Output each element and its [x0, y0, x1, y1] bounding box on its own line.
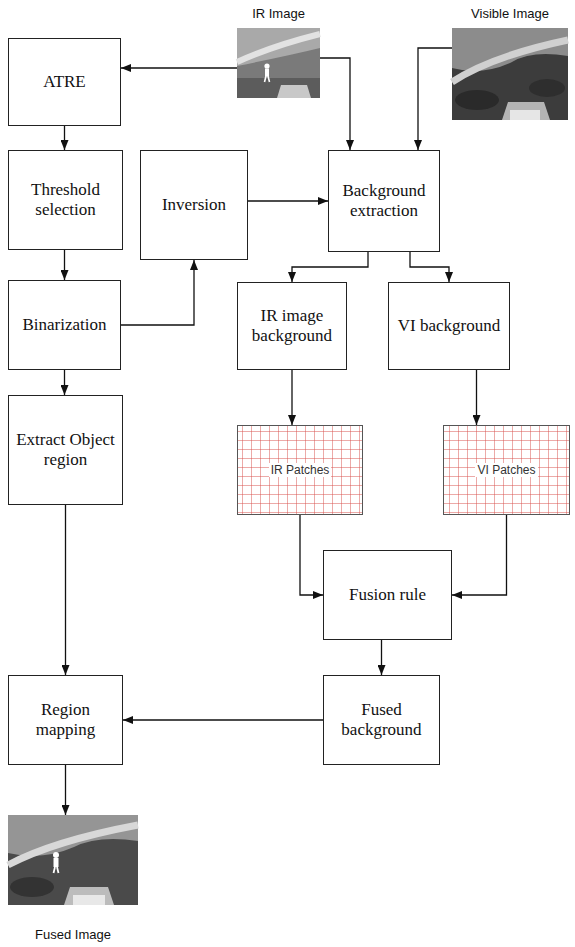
process-box: ATRE: [8, 38, 121, 126]
arrow-connector: [410, 252, 449, 282]
arrow-connector: [248, 200, 328, 201]
process-box: Extract Object region: [8, 395, 123, 505]
arrow-connector: [64, 370, 65, 395]
image-caption: Fused Image: [35, 927, 111, 942]
ir-patch-grid: [237, 425, 363, 515]
node-text: VI background: [398, 316, 500, 336]
arrow-connector: [291, 370, 292, 425]
arrow-connector: [381, 640, 382, 675]
vi-patch-grid: [443, 425, 570, 515]
process-box: VI background: [388, 282, 510, 370]
arrow-connector: [476, 370, 477, 425]
arrow-connector: [123, 719, 323, 720]
patch-grid: IR Patches: [237, 425, 363, 515]
node-text: Fused background: [329, 700, 434, 741]
image-node: Fused Image: [8, 815, 138, 905]
node-text: IR image background: [243, 306, 341, 347]
image-caption: IR Image: [252, 6, 305, 21]
arrow-connector: [121, 67, 237, 68]
image-caption: Visible Image: [471, 6, 549, 21]
node-text: IR Patches: [269, 463, 332, 477]
image-node: Visible Image: [452, 28, 568, 120]
process-box: Region mapping: [8, 675, 123, 765]
arrow-connector: [320, 58, 350, 150]
process-box: Threshold selection: [8, 150, 123, 250]
process-box: Inversion: [140, 150, 248, 260]
process-box: IR image background: [237, 282, 347, 370]
fused-photo: [8, 815, 138, 905]
node-text: ATRE: [43, 72, 86, 92]
arrow-connector: [292, 252, 368, 282]
process-box: Fusion rule: [323, 550, 452, 640]
arrow-connector: [65, 765, 66, 815]
image-node: IR Image: [237, 28, 320, 98]
node-text: Fusion rule: [349, 585, 426, 605]
arrow-connector: [64, 250, 65, 280]
process-box: Background extraction: [328, 150, 440, 252]
node-text: Extract Object region: [14, 430, 117, 471]
process-box: Binarization: [8, 280, 121, 370]
arrow-connector: [64, 126, 65, 150]
node-text: Threshold selection: [14, 180, 117, 221]
arrow-connector: [300, 515, 323, 595]
node-text: Background extraction: [334, 181, 434, 222]
arrow-connector: [418, 48, 452, 150]
node-text: VI Patches: [475, 463, 537, 477]
patch-grid: VI Patches: [443, 425, 570, 515]
arrow-connector: [452, 515, 507, 595]
arrow-connector: [121, 260, 194, 325]
node-text: Binarization: [22, 315, 106, 335]
ir-photo: [237, 28, 320, 98]
arrow-connector: [65, 505, 66, 675]
node-text: Inversion: [162, 195, 226, 215]
visible-photo: [452, 28, 568, 120]
node-text: Region mapping: [14, 700, 117, 741]
process-box: Fused background: [323, 675, 440, 765]
